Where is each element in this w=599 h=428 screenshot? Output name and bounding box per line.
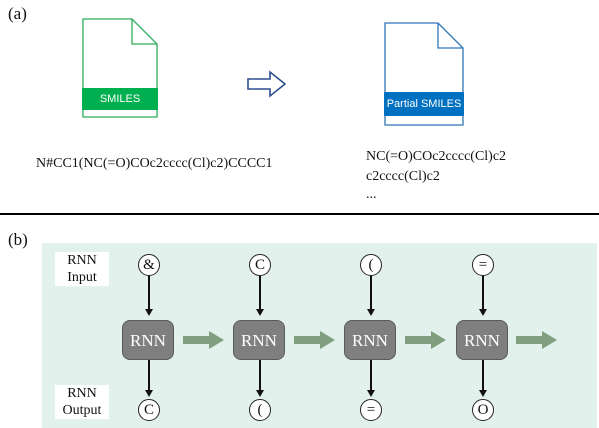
rnn-input-label-line2: Input	[67, 270, 97, 285]
flow-arrow-icon	[405, 330, 447, 350]
section-divider	[0, 213, 599, 215]
partial-smiles-1: NC(=O)COc2cccc(Cl)c2	[366, 149, 507, 164]
panel-b-label: (b)	[8, 230, 28, 249]
rnn-cell: RNN	[233, 320, 285, 360]
rnn-input-label: RNN Input	[55, 252, 109, 286]
output-token: (	[249, 399, 271, 421]
partial-smiles-ellipsis: ...	[366, 187, 377, 202]
arrow-down-icon	[256, 309, 264, 316]
input-arrow-line	[148, 276, 150, 309]
flow-arrow-icon	[183, 330, 225, 350]
output-arrow-line	[370, 360, 372, 390]
arrow-down-icon	[479, 390, 487, 397]
rnn-output-label-line1: RNN	[67, 386, 97, 401]
output-token: O	[472, 399, 494, 421]
rnn-cell: RNN	[456, 320, 508, 360]
input-arrow-line	[482, 276, 484, 309]
panel-a-label: (a)	[8, 4, 27, 23]
hollow-right-arrow-icon	[246, 70, 288, 98]
rnn-input-label-line1: RNN	[67, 253, 97, 268]
input-arrow-line	[370, 276, 372, 309]
rnn-cell: RNN	[122, 320, 174, 360]
rnn-output-label: RNN Output	[55, 385, 109, 419]
arrow-down-icon	[145, 390, 153, 397]
output-arrow-line	[148, 360, 150, 390]
output-token: =	[360, 399, 382, 421]
smiles-banner: SMILES	[82, 88, 158, 110]
partial-smiles-2: c2cccc(Cl)c2	[366, 169, 440, 184]
input-arrow-line	[259, 276, 261, 309]
input-token: (	[360, 254, 382, 276]
flow-arrow-icon	[516, 330, 558, 350]
smiles-document-icon: SMILES	[82, 18, 158, 118]
full-smiles-text: N#CC1(NC(=O)COc2cccc(Cl)c2)CCCC1	[36, 156, 273, 171]
arrow-down-icon	[479, 309, 487, 316]
output-arrow-line	[259, 360, 261, 390]
output-arrow-line	[482, 360, 484, 390]
arrow-down-icon	[145, 309, 153, 316]
partial-smiles-document-icon: Partial SMILES	[384, 22, 464, 126]
output-token: C	[138, 399, 160, 421]
rnn-cell: RNN	[344, 320, 396, 360]
arrow-down-icon	[367, 390, 375, 397]
input-token: C	[249, 254, 271, 276]
partial-smiles-banner: Partial SMILES	[384, 92, 464, 116]
arrow-down-icon	[367, 309, 375, 316]
arrow-down-icon	[256, 390, 264, 397]
rnn-output-label-line2: Output	[62, 403, 102, 418]
input-token: =	[472, 254, 494, 276]
input-token: &	[138, 254, 160, 276]
flow-arrow-icon	[294, 330, 336, 350]
